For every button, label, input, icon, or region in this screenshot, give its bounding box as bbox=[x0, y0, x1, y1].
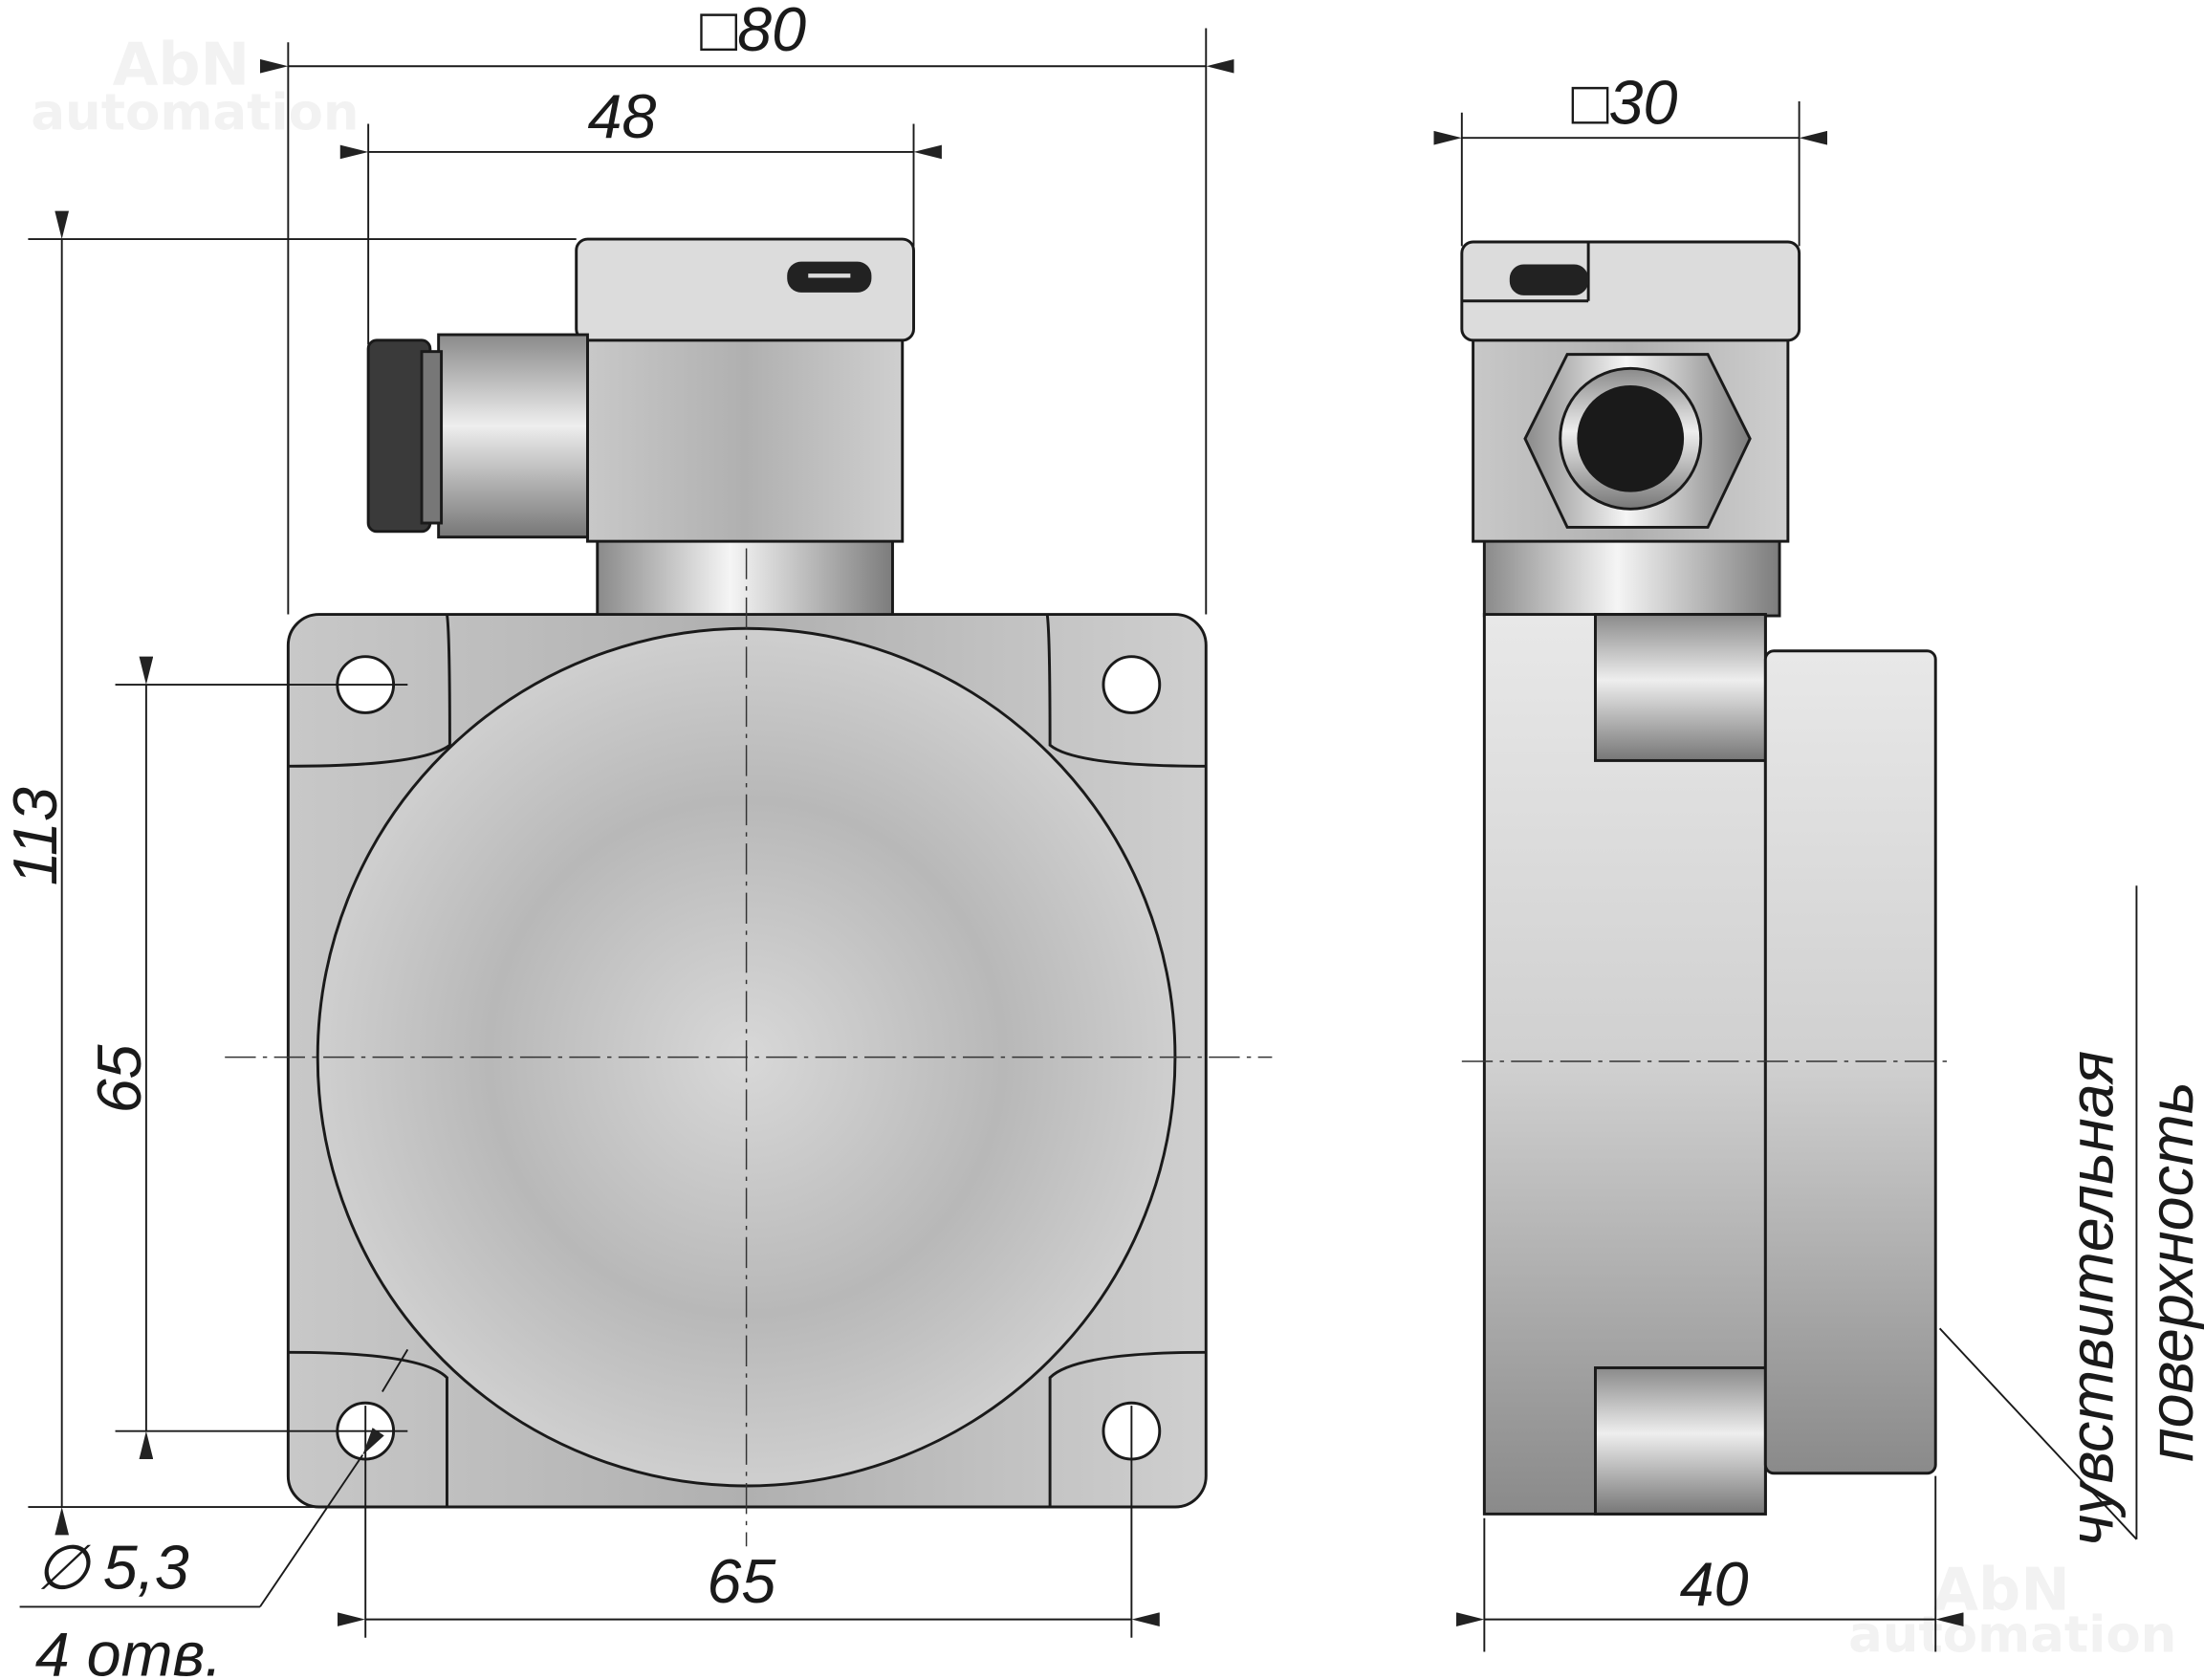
dim-connector-width: 48 bbox=[587, 81, 656, 151]
dim-width-square: □80 bbox=[700, 0, 806, 64]
hole-count-label: 4 отв. bbox=[35, 1619, 223, 1680]
dim-hole-spacing-vertical: 65 bbox=[84, 1043, 154, 1113]
dimensions-side: □30 40 чувствительная поверхность bbox=[1433, 68, 2204, 1652]
watermark-top-left: AbN automation bbox=[31, 30, 359, 142]
dim-side-depth: 40 bbox=[1680, 1549, 1749, 1619]
watermark-bottom-right: AbN automation bbox=[1848, 1555, 2176, 1664]
dim-side-square: □30 bbox=[1571, 68, 1677, 138]
svg-text:automation: automation bbox=[1848, 1605, 2176, 1664]
screw-icon bbox=[1509, 264, 1589, 295]
svg-text:AbN: AbN bbox=[113, 30, 251, 98]
front-view bbox=[225, 237, 1273, 1547]
dim-height-total: 113 bbox=[0, 787, 70, 885]
screw-icon bbox=[787, 261, 872, 293]
sensing-surface-label-1: чувствительная bbox=[2056, 1051, 2126, 1546]
side-view bbox=[1460, 240, 1954, 1516]
dim-hole-diameter: ∅5,3 bbox=[35, 1532, 189, 1602]
sensing-surface-label-2: поверхность bbox=[2136, 1081, 2204, 1462]
dim-hole-spacing-horizontal: 65 bbox=[707, 1546, 776, 1616]
dimensions-front: □80 48 113 65 65 ∅5,3 4 отв. bbox=[0, 0, 1234, 1680]
svg-text:automation: automation bbox=[31, 83, 359, 142]
